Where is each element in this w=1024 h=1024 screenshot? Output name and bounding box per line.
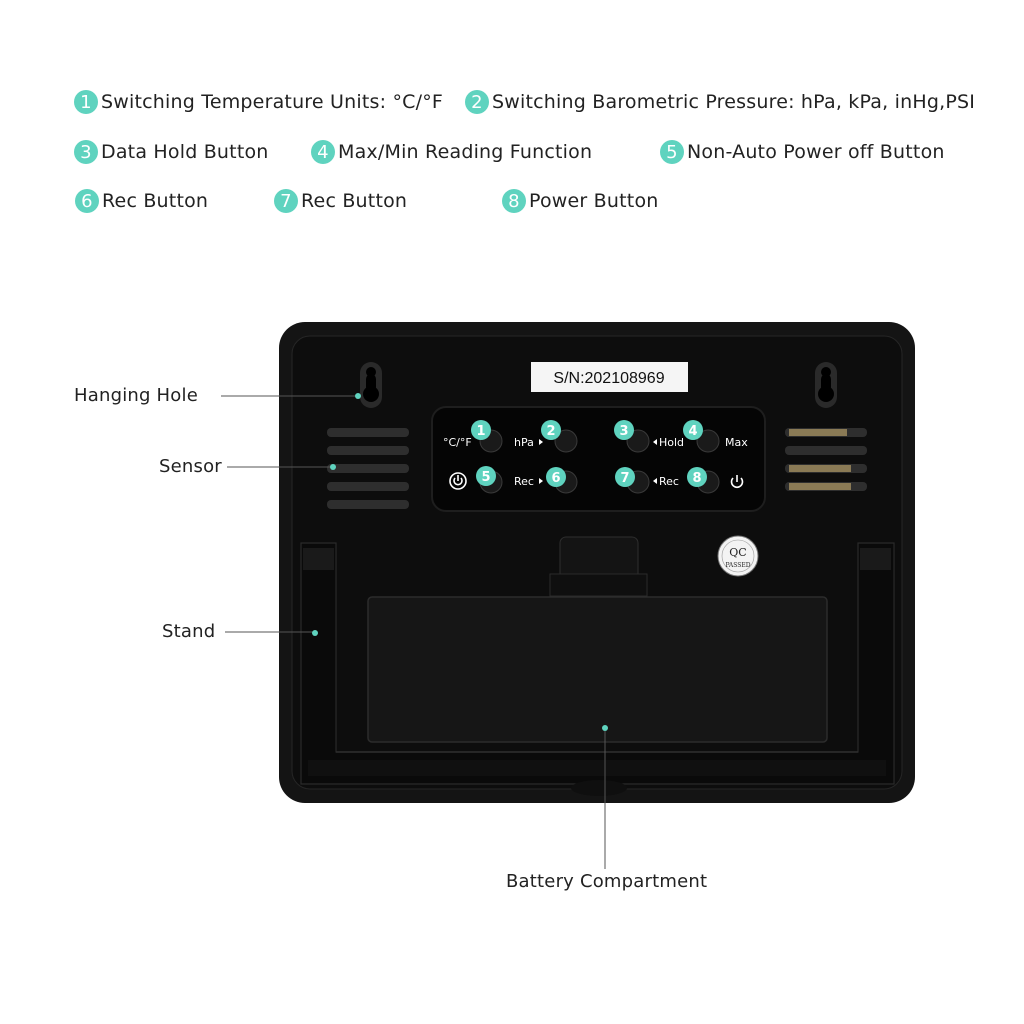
stand-tab xyxy=(549,536,648,597)
hanging-hole-left xyxy=(360,362,382,408)
button-panel xyxy=(431,406,766,512)
legend-badge-5: 5 xyxy=(660,140,684,164)
pressure-unit-button[interactable] xyxy=(554,429,578,453)
legend-text-5: Non-Auto Power off Button xyxy=(687,141,945,163)
rec-label-1: Rec xyxy=(514,475,534,488)
hold-button[interactable] xyxy=(626,429,650,453)
callout-lines xyxy=(221,395,606,869)
battery-compartment-callout: Battery Compartment xyxy=(506,871,708,892)
badge-8 xyxy=(687,467,707,487)
legend-item-5: 5 Non-Auto Power off Button xyxy=(660,140,945,164)
foot-pad xyxy=(571,780,627,796)
auto-off-icon xyxy=(449,472,467,490)
legend-badge-6: 6 xyxy=(75,189,99,213)
hpa-label: hPa xyxy=(514,436,534,449)
legend-item-2: 2 Switching Barometric Pressure: hPa, kP… xyxy=(465,90,975,114)
legend-item-8: 8 Power Button xyxy=(502,189,659,213)
legend-badge-2: 2 xyxy=(465,90,489,114)
badge-3 xyxy=(614,420,634,440)
legend-badge-4: 4 xyxy=(311,140,335,164)
battery-cover xyxy=(367,596,828,743)
svg-text:5: 5 xyxy=(481,470,490,485)
temp-unit-label: °C/°F xyxy=(443,436,472,449)
svg-text:7: 7 xyxy=(620,471,629,486)
hpa-arrow-icon xyxy=(539,439,543,445)
legend-text-7: Rec Button xyxy=(301,190,408,212)
serial-label xyxy=(531,362,688,392)
svg-text:PASSED: PASSED xyxy=(725,562,750,569)
badge-6 xyxy=(546,467,566,487)
badge-5 xyxy=(476,466,496,486)
legend-badge-1: 1 xyxy=(74,90,98,114)
legend-text-3: Data Hold Button xyxy=(101,141,269,163)
badge-1 xyxy=(471,420,491,440)
hold-arrow-icon xyxy=(653,439,657,445)
legend-text-4: Max/Min Reading Function xyxy=(338,141,593,163)
legend-item-4: 4 Max/Min Reading Function xyxy=(311,140,592,164)
legend-text-2: Switching Barometric Pressure: hPa, kPa,… xyxy=(492,91,976,113)
stand xyxy=(300,542,895,785)
rec-arrow-icon-1 xyxy=(539,478,543,484)
legend-text-6: Rec Button xyxy=(102,190,209,212)
hold-label: Hold xyxy=(659,436,684,449)
badge-7 xyxy=(615,467,635,487)
max-button[interactable] xyxy=(696,429,720,453)
qc-passed-sticker: QC PASSED xyxy=(717,535,759,577)
hanging-hole-right xyxy=(815,362,837,408)
legend-item-1: 1 Switching Temperature Units: °C/°F xyxy=(74,90,443,114)
hanging-hole-callout: Hanging Hole xyxy=(74,385,198,406)
legend-text-1: Switching Temperature Units: °C/°F xyxy=(101,91,444,113)
svg-text:4: 4 xyxy=(688,424,697,439)
rec-arrow-icon-2 xyxy=(653,478,657,484)
legend-item-7: 7 Rec Button xyxy=(274,189,407,213)
stand-callout: Stand xyxy=(162,621,216,642)
svg-text:QC: QC xyxy=(729,546,746,559)
rec-label-2: Rec xyxy=(659,475,679,488)
sensor-vents-left xyxy=(327,428,409,509)
svg-text:6: 6 xyxy=(551,471,560,486)
svg-text:2: 2 xyxy=(546,424,555,439)
svg-text:8: 8 xyxy=(692,471,701,486)
legend-badge-7: 7 xyxy=(274,189,298,213)
legend-text-8: Power Button xyxy=(529,190,659,212)
legend-badge-3: 3 xyxy=(74,140,98,164)
svg-text:3: 3 xyxy=(619,424,628,439)
sensor-vents-right xyxy=(785,428,867,491)
legend-item-3: 3 Data Hold Button xyxy=(74,140,269,164)
callout-dots xyxy=(312,393,608,731)
badge-2 xyxy=(541,420,561,440)
svg-text:1: 1 xyxy=(476,424,485,439)
legend-item-6: 6 Rec Button xyxy=(75,189,208,213)
badge-4 xyxy=(683,420,703,440)
max-label: Max xyxy=(725,436,748,449)
serial-number: S/N:202108969 xyxy=(553,370,664,387)
legend-badge-8: 8 xyxy=(502,189,526,213)
power-icon xyxy=(730,475,744,489)
sensor-callout: Sensor xyxy=(159,456,222,477)
